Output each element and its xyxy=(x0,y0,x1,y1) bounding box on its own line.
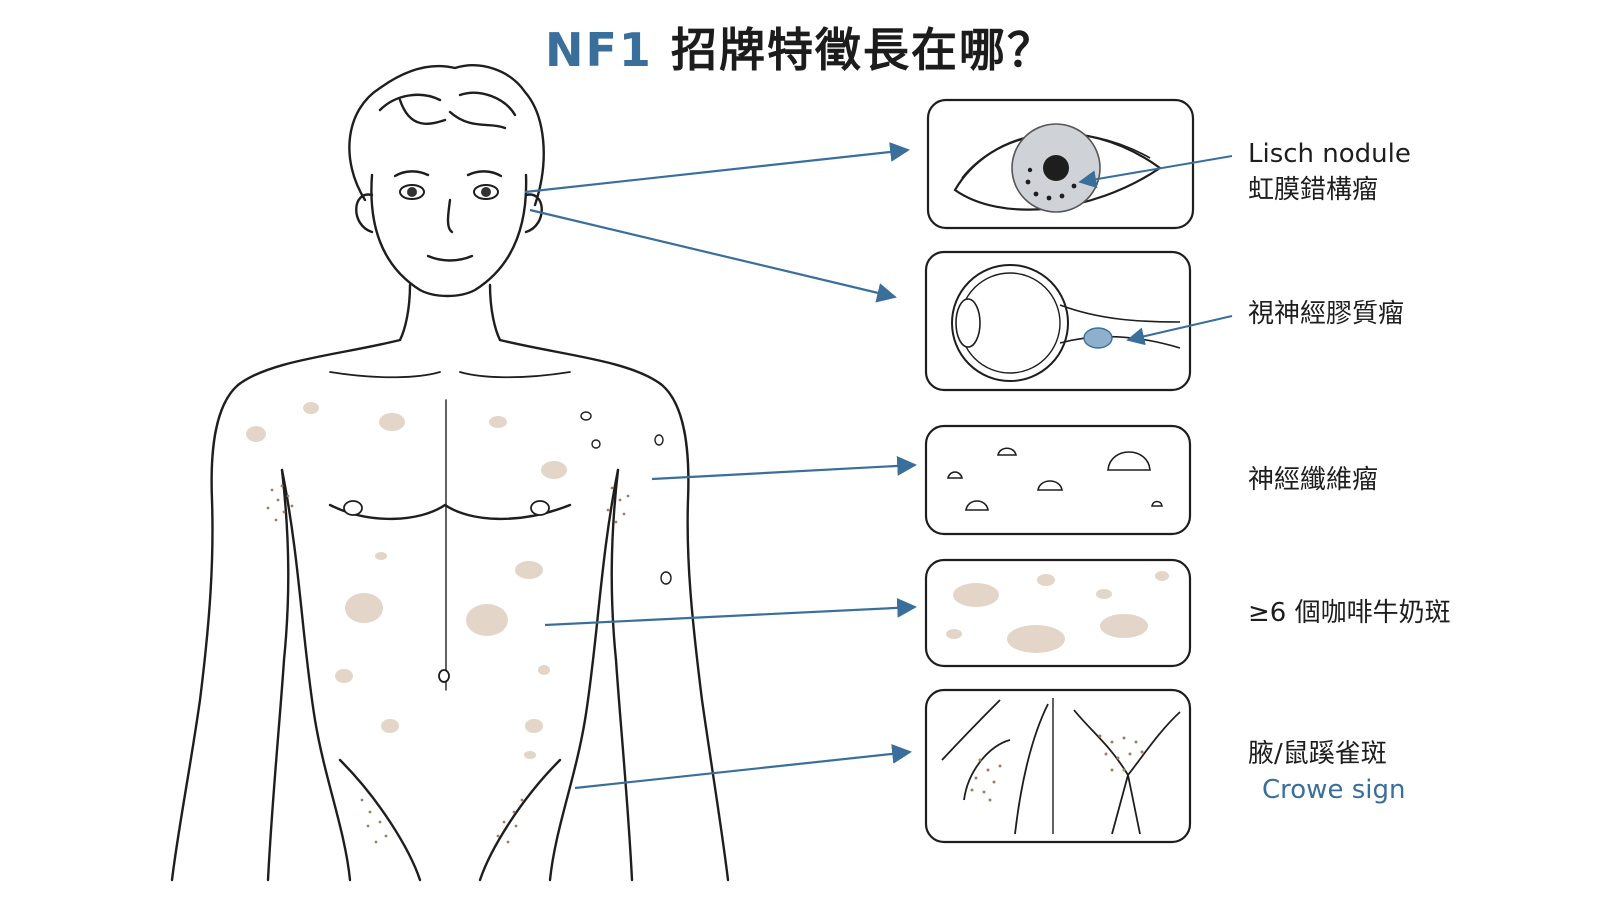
page-title: NF1 招牌特徵長在哪？ xyxy=(0,14,1600,80)
arrow-spots xyxy=(544,597,917,627)
label-optic-glioma: 視神經膠質瘤 xyxy=(1248,296,1404,332)
face-eyes xyxy=(399,184,499,200)
panel-cafe-au-lait xyxy=(924,558,1192,668)
arrow-optic xyxy=(529,208,897,303)
body-neurofibromas xyxy=(580,411,672,585)
arrow-iris xyxy=(524,142,910,194)
arrow-neurofibroma xyxy=(651,456,917,481)
body-cafe-au-lait-spots xyxy=(246,402,567,759)
torso-outline xyxy=(170,338,402,882)
label-crowe-sign: Crowe sign xyxy=(1262,775,1406,805)
panel-optic-glioma xyxy=(924,250,1233,392)
right-ear xyxy=(524,193,543,234)
hair xyxy=(348,64,545,207)
label-neurofibroma-text: 神經纖維瘤 xyxy=(1248,465,1379,495)
label-freckling-zh: 腋/鼠蹊雀斑 xyxy=(1248,739,1387,769)
arrow-freckling xyxy=(574,744,912,790)
left-ear xyxy=(355,193,374,234)
panel-iris xyxy=(926,98,1233,230)
label-optic-text: 視神經膠質瘤 xyxy=(1248,299,1405,329)
panel-neurofibromas xyxy=(924,424,1192,536)
label-neurofibroma: 神經纖維瘤 xyxy=(1248,462,1378,498)
label-lisch-nodule: Lisch nodule 虹膜錯構瘤 xyxy=(1248,136,1411,208)
title-rest: 招牌特徵長在哪？ xyxy=(670,23,1055,77)
panel-freckling xyxy=(924,688,1192,844)
body-landmarks xyxy=(343,500,550,683)
pointer-arrows xyxy=(524,142,917,790)
label-lisch-en: Lisch nodule xyxy=(1248,139,1411,169)
label-cafe-text: ≥6 個咖啡牛奶斑 xyxy=(1248,598,1451,628)
human-figure xyxy=(170,64,730,882)
body-freckling xyxy=(266,484,630,844)
neck xyxy=(398,283,502,342)
face-outline xyxy=(370,173,528,298)
label-freckling: 腋/鼠蹊雀斑 Crowe sign xyxy=(1248,736,1405,808)
label-cafe-au-lait: ≥6 個咖啡牛奶斑 xyxy=(1248,595,1451,631)
title-prefix: NF1 xyxy=(545,23,653,77)
label-lisch-zh: 虹膜錯構瘤 xyxy=(1248,175,1379,205)
